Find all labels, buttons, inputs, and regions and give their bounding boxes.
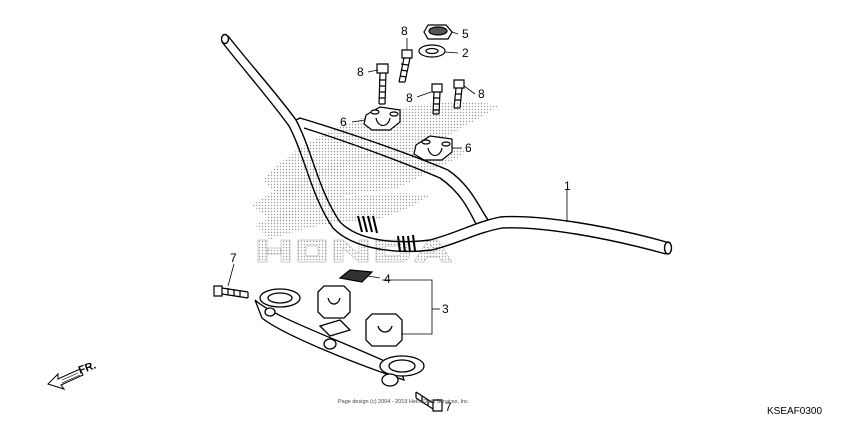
callout-8-upper: 8 <box>401 24 408 38</box>
lower-holder-bridge <box>254 285 425 387</box>
copyright-notice: Page design (c) 2004 - 2019 Helm Data Se… <box>338 399 470 405</box>
callout-7-left: 7 <box>230 251 237 265</box>
bolt-8-middle <box>431 83 443 115</box>
callout-1: 1 <box>564 179 571 193</box>
nut <box>423 24 453 40</box>
leader-lines <box>227 31 568 335</box>
honda-logo-watermark <box>257 239 453 263</box>
bolt-7-left <box>213 285 249 299</box>
bolt-7-right <box>415 391 443 412</box>
handlebar <box>220 33 673 255</box>
callout-8-left: 8 <box>357 65 364 79</box>
callout-4: 4 <box>384 272 391 286</box>
callout-2: 2 <box>462 46 469 60</box>
callout-7-right: 7 <box>445 400 452 414</box>
callout-6-left: 6 <box>340 115 347 129</box>
washer <box>418 44 446 58</box>
rubber-pad <box>338 269 374 283</box>
callout-5: 5 <box>462 27 469 41</box>
callout-6-right: 6 <box>465 141 472 155</box>
callout-8-middle: 8 <box>406 91 413 105</box>
bolt-8-left <box>376 63 389 105</box>
upper-holder-left <box>363 106 401 131</box>
callout-3: 3 <box>442 302 449 316</box>
callout-8-right: 8 <box>478 87 485 101</box>
upper-holder-right <box>413 135 453 161</box>
diagram-code: KSEAF0300 <box>767 406 822 417</box>
honda-wing-watermark <box>252 102 500 240</box>
front-direction-arrow-icon <box>47 368 84 390</box>
bolt-8-right <box>453 79 465 109</box>
bolt-8-upper <box>398 49 413 83</box>
front-direction-label: FR. <box>77 359 98 376</box>
